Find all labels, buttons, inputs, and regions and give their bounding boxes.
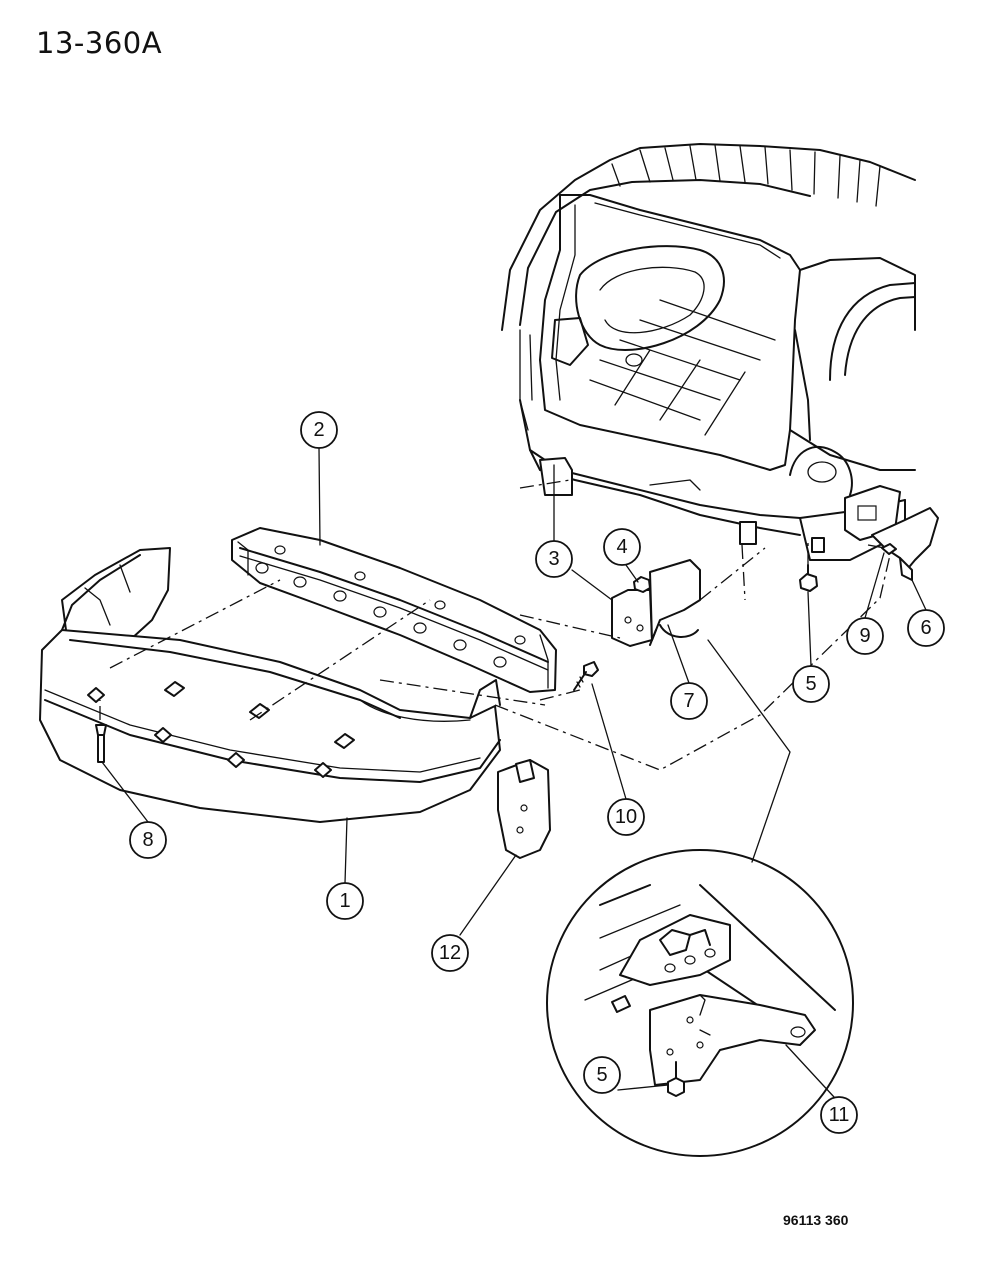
svg-text:4: 4 <box>616 536 627 558</box>
svg-text:6: 6 <box>920 617 931 639</box>
svg-text:12: 12 <box>439 942 461 964</box>
nut-5 <box>799 564 818 592</box>
detail-view <box>546 849 854 1157</box>
callout-2: 2 <box>300 411 338 449</box>
svg-text:1: 1 <box>339 890 350 912</box>
bolt-10 <box>573 661 599 691</box>
callout-7: 7 <box>670 682 708 720</box>
callout-10: 10 <box>607 798 645 836</box>
leader-lines <box>101 447 927 1098</box>
right-bracket <box>871 507 939 581</box>
alignment-lines <box>99 479 891 771</box>
callout-6: 6 <box>907 609 945 647</box>
bracket-stud <box>649 624 699 646</box>
beam-holes <box>255 545 526 668</box>
bumper-reinforcement-beam <box>231 527 557 693</box>
callout-9: 9 <box>846 617 884 655</box>
left-bracket <box>611 559 701 647</box>
push-pin-8 <box>95 724 107 763</box>
svg-text:7: 7 <box>683 690 694 712</box>
callout-5-detail: 5 <box>583 1056 621 1094</box>
screw-9 <box>881 543 897 555</box>
svg-text:9: 9 <box>859 625 870 647</box>
callout-12: 12 <box>431 934 469 972</box>
svg-text:11: 11 <box>829 1104 850 1126</box>
svg-text:8: 8 <box>142 829 153 851</box>
callout-5: 5 <box>792 665 830 703</box>
vehicle-rear-body <box>501 143 916 561</box>
svg-text:2: 2 <box>313 419 324 441</box>
callout-3: 3 <box>535 540 573 578</box>
reference-code: 96113 360 <box>783 1212 849 1228</box>
callout-11: 11 <box>820 1096 858 1134</box>
nut-4 <box>633 576 651 593</box>
callout-1: 1 <box>326 882 364 920</box>
svg-text:3: 3 <box>548 548 559 570</box>
callout-4: 4 <box>603 528 641 566</box>
callout-8: 8 <box>129 821 167 859</box>
svg-text:10: 10 <box>615 806 637 828</box>
bumper-fascia <box>39 547 501 823</box>
shield-12 <box>497 759 551 859</box>
svg-text:5: 5 <box>805 673 816 695</box>
detail-connector-lines <box>707 639 791 863</box>
svg-text:5: 5 <box>596 1064 607 1086</box>
diagram-number: 13-360A <box>36 26 163 60</box>
